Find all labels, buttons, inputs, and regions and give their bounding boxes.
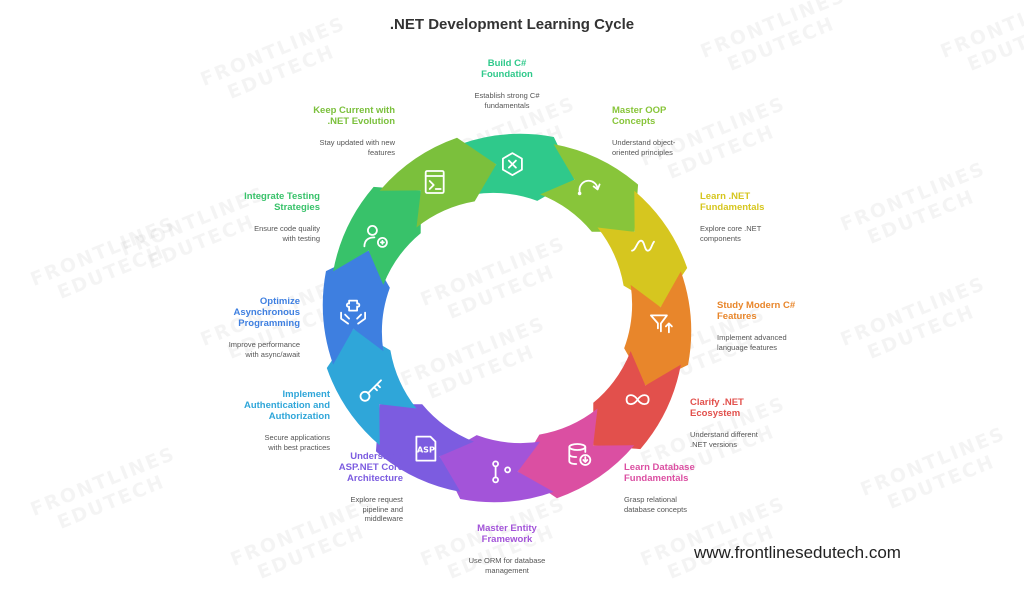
step-description: Use ORM for database management	[468, 556, 546, 575]
cycle-segment	[333, 186, 421, 285]
curved-arrow-icon	[577, 179, 601, 196]
infinity-icon	[625, 394, 650, 405]
step-description: Explore request pipeline and middleware	[350, 495, 403, 523]
cycle-segment	[624, 271, 692, 386]
diagram-canvas: FRONTLINES EDUTECHFRONTLINES EDUTECHFRON…	[27, 0, 1024, 584]
step-description: Stay updated with new features	[319, 138, 395, 157]
segment-arrow	[379, 137, 497, 228]
segment-arrow	[540, 144, 639, 232]
svg-text:ASP: ASP	[417, 446, 435, 455]
step-description: Ensure code quality with testing	[254, 224, 320, 243]
website-url: www.frontlinesedutech.com	[694, 543, 901, 562]
terminal-file-icon	[424, 170, 445, 194]
step-description: Secure applications with best practices	[264, 433, 330, 452]
cycle-segment	[439, 435, 554, 503]
asp-file-icon: ASP	[415, 435, 437, 462]
filter-arrow-icon	[650, 314, 673, 334]
step-description: Implement advanced language features	[717, 333, 787, 352]
segment-arrow	[439, 435, 554, 503]
user-settings-icon	[363, 224, 388, 248]
step-title: Integrate Testing Strategies	[244, 191, 320, 213]
cycle-ring: ASP	[322, 133, 692, 503]
step-description: Establish strong C# fundamentals	[474, 91, 540, 110]
cycle-segment	[517, 408, 635, 499]
cycle-segment	[460, 133, 575, 201]
key-icon	[359, 379, 382, 402]
step-title: Build C# Foundation	[481, 58, 533, 80]
git-branch-icon	[492, 460, 512, 484]
segment-arrow	[375, 404, 474, 492]
cycle-segment	[326, 328, 417, 446]
step-title: Implement Authentication and Authorizati…	[243, 389, 330, 422]
step-title: Learn Database Fundamentals	[624, 462, 695, 484]
code-hexagon-icon	[502, 152, 523, 177]
step-title: Understand ASP.NET Core Architecture	[338, 451, 403, 484]
step-title: Study Modern C# Features	[717, 300, 796, 322]
diagram-title: .NET Development Learning Cycle	[389, 16, 635, 33]
step-title: Clarify .NET Ecosystem	[690, 397, 744, 419]
step-description: Explore core .NET components	[700, 224, 762, 243]
step-title: Learn .NET Fundamentals	[700, 191, 765, 213]
wave-icon	[631, 239, 655, 252]
step-title: Master Entity Framework	[477, 523, 537, 545]
step-description: Improve performance with async/await	[228, 340, 300, 359]
step-title: Master OOP Concepts	[612, 105, 667, 127]
puzzle-hands-icon	[340, 299, 367, 325]
cycle-segment	[540, 144, 639, 232]
cycle-segment	[597, 190, 688, 308]
step-description: Understand different .NET versions	[690, 430, 758, 449]
segment-arrow	[597, 190, 688, 308]
database-download-icon	[568, 443, 592, 466]
step-label: Implement Authentication and Authorizati…	[207, 389, 330, 452]
step-title: Keep Current with .NET Evolution	[313, 105, 395, 127]
step-description: Understand object- oriented principles	[612, 138, 676, 157]
segment-arrow	[517, 408, 635, 499]
segment-arrow	[333, 186, 421, 285]
cycle-segment: ASP	[375, 404, 474, 492]
segment-arrow	[326, 328, 417, 446]
segment-arrow	[460, 133, 575, 201]
step-description: Grasp relational database concepts	[624, 495, 687, 514]
step-title: Optimize Asynchronous Programming	[233, 296, 300, 329]
cycle-segment	[322, 250, 390, 365]
cycle-segment	[593, 351, 681, 450]
cycle-segment	[379, 137, 497, 228]
